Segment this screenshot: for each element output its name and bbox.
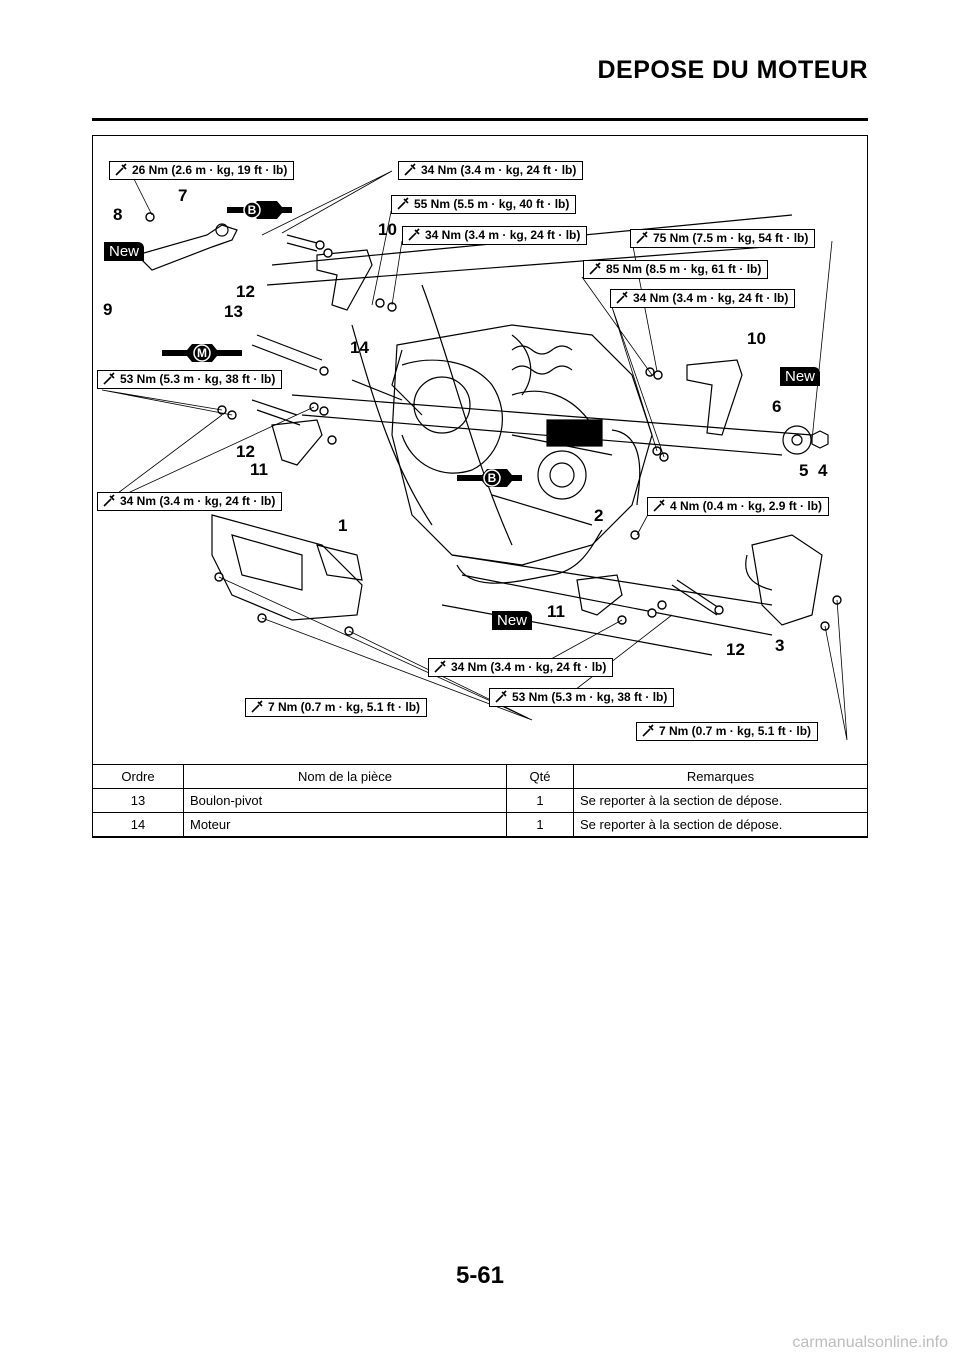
- cell-nom: Boulon-pivot: [183, 788, 507, 813]
- page-title: DEPOSE DU MOTEUR: [597, 56, 868, 84]
- callout-number: 11: [547, 602, 565, 621]
- wrench-icon: [589, 262, 601, 275]
- torque-label: 85 Nm (8.5 m · kg, 61 ft · lb): [583, 260, 769, 279]
- torque-label: 75 Nm (7.5 m · kg, 54 ft · lb): [630, 229, 816, 248]
- wrench-icon: [642, 724, 654, 737]
- callout-number: 9: [103, 300, 113, 319]
- table-row: 14 Moteur 1 Se reporter à la section de …: [92, 812, 868, 837]
- callout-number: 14: [350, 338, 369, 357]
- callout-number: 3: [775, 636, 785, 655]
- callout-number: 11: [250, 460, 268, 479]
- cell-remarques: Se reporter à la section de dépose.: [573, 788, 868, 813]
- wrench-icon: [397, 197, 409, 210]
- wrench-icon: [251, 700, 263, 713]
- torque-label: 53 Nm (5.3 m · kg, 38 ft · lb): [97, 370, 283, 389]
- grease-b-mark: B: [488, 471, 497, 485]
- column-header-ordre: Ordre: [92, 764, 184, 789]
- table-header-row: Ordre Nom de la pièce Qté Remarques: [92, 764, 868, 789]
- wrench-icon: [434, 660, 446, 673]
- callout-number: 6: [772, 397, 782, 416]
- watermark: carmanualsonline.info: [792, 1334, 948, 1351]
- grease-m-mark: M: [197, 346, 207, 360]
- new-part-tag: New: [104, 242, 145, 261]
- torque-label: 34 Nm (3.4 m · kg, 24 ft · lb): [97, 492, 283, 511]
- grease-b-mark: B: [248, 203, 257, 217]
- wrench-icon: [408, 228, 420, 241]
- callout-number: 2: [594, 506, 604, 525]
- cell-qte: 1: [506, 812, 574, 837]
- torque-label: 34 Nm (3.4 m · kg, 24 ft · lb): [402, 226, 588, 245]
- table-row: 13 Boulon-pivot 1 Se reporter à la secti…: [92, 788, 868, 813]
- wrench-icon: [115, 163, 127, 176]
- column-header-remarques: Remarques: [573, 764, 868, 789]
- callout-number: 12: [236, 282, 255, 301]
- page-number: 5-61: [455, 1262, 505, 1289]
- wrench-icon: [103, 372, 115, 385]
- cell-remarques: Se reporter à la section de dépose.: [573, 812, 868, 837]
- torque-label: 34 Nm (3.4 m · kg, 24 ft · lb): [428, 658, 614, 677]
- wrench-icon: [404, 163, 416, 176]
- column-header-nom: Nom de la pièce: [183, 764, 507, 789]
- cell-qte: 1: [506, 788, 574, 813]
- cell-ordre: 13: [92, 788, 184, 813]
- callout-number: 8: [113, 205, 123, 224]
- column-header-qte: Qté: [506, 764, 574, 789]
- torque-label: 7 Nm (0.7 m · kg, 5.1 ft · lb): [245, 698, 428, 717]
- parts-table: Ordre Nom de la pièce Qté Remarques 13 B…: [92, 764, 868, 837]
- new-part-tag: New: [780, 367, 821, 386]
- cell-ordre: 14: [92, 812, 184, 837]
- callout-number: 1: [338, 516, 348, 535]
- callout-number: 10: [378, 220, 397, 239]
- wrench-icon: [495, 690, 507, 703]
- callout-number: 5: [799, 461, 809, 480]
- diagram-frame: [92, 135, 868, 838]
- new-part-tag: New: [492, 611, 533, 630]
- callout-number: 10: [747, 329, 766, 348]
- wrench-icon: [636, 231, 648, 244]
- torque-label: 55 Nm (5.5 m · kg, 40 ft · lb): [391, 195, 577, 214]
- cell-nom: Moteur: [183, 812, 507, 837]
- wrench-icon: [653, 499, 665, 512]
- torque-label: 7 Nm (0.7 m · kg, 5.1 ft · lb): [636, 722, 819, 741]
- title-rule: [92, 118, 868, 121]
- torque-label: 4 Nm (0.4 m · kg, 2.9 ft · lb): [647, 497, 830, 516]
- torque-label: 26 Nm (2.6 m · kg, 19 ft · lb): [109, 161, 295, 180]
- callout-number: 12: [726, 640, 745, 659]
- callout-number: 4: [818, 461, 828, 480]
- callout-number: 13: [224, 302, 243, 321]
- wrench-icon: [616, 291, 628, 304]
- callout-number: 12: [236, 442, 255, 461]
- callout-number: 7: [178, 186, 188, 205]
- torque-label: 34 Nm (3.4 m · kg, 24 ft · lb): [398, 161, 584, 180]
- torque-label: 34 Nm (3.4 m · kg, 24 ft · lb): [610, 289, 796, 308]
- torque-label: 53 Nm (5.3 m · kg, 38 ft · lb): [489, 688, 675, 707]
- wrench-icon: [103, 494, 115, 507]
